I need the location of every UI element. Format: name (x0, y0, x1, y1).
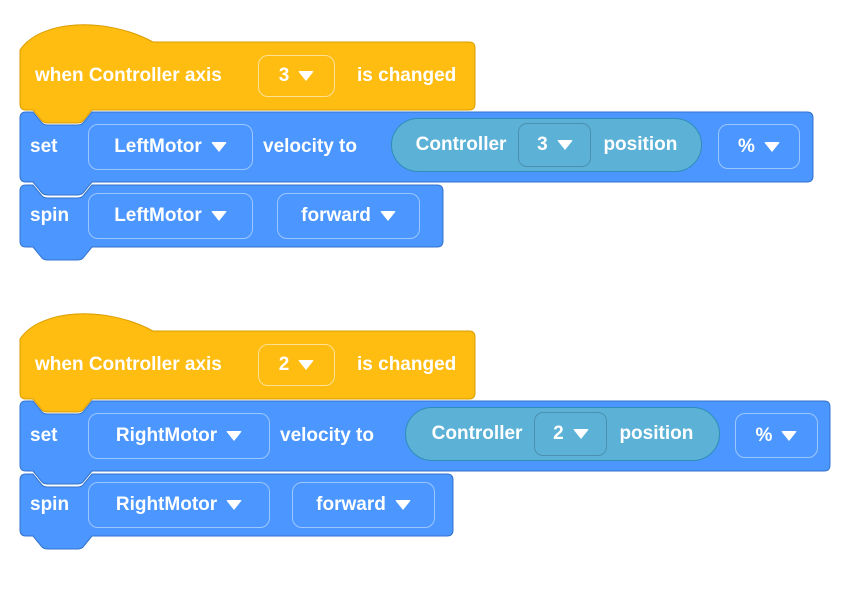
chevron-down-icon (298, 360, 315, 370)
unit-select[interactable]: % (718, 124, 800, 169)
chevron-down-icon (210, 211, 227, 221)
motor-select-value: RightMotor (115, 425, 218, 446)
block-stack-left-motor: when Controller axis 3 is changed set Le… (19, 24, 844, 276)
chevron-down-icon (394, 500, 411, 510)
spin-label: spin (30, 494, 70, 515)
set-label: set (30, 425, 58, 446)
spin-motor-select[interactable]: LeftMotor (88, 193, 253, 239)
when-axis-changed-hat-shape[interactable] (19, 313, 476, 413)
spin-block-shape[interactable] (19, 184, 444, 261)
spin-block-shape[interactable] (19, 473, 454, 550)
direction-select-value: forward (316, 494, 386, 515)
chevron-down-icon (226, 500, 243, 510)
when-controller-axis-label: when Controller axis (35, 65, 222, 86)
direction-select[interactable]: forward (277, 193, 420, 239)
velocity-to-label: velocity to (263, 136, 357, 157)
when-axis-changed-hat-shape[interactable] (19, 24, 476, 124)
motor-select[interactable]: RightMotor (88, 413, 270, 459)
set-label: set (30, 136, 58, 157)
unit-select-value: % (755, 424, 773, 446)
axis-select[interactable]: 2 (258, 344, 335, 386)
axis-select-value: 2 (278, 354, 290, 375)
block-stack-right-motor: when Controller axis 2 is changed set Ri… (19, 313, 844, 565)
chevron-down-icon (556, 140, 573, 150)
controller-label: Controller (415, 134, 507, 155)
position-label: position (619, 423, 694, 444)
unit-select-value: % (738, 135, 755, 157)
chevron-down-icon (210, 142, 227, 152)
controller-position-reporter[interactable]: Controller 2 position (405, 407, 720, 461)
chevron-down-icon (298, 71, 315, 81)
when-controller-axis-label: when Controller axis (35, 354, 222, 375)
spin-motor-select-value: RightMotor (115, 494, 218, 515)
chevron-down-icon (379, 211, 396, 221)
axis-select-value: 3 (278, 65, 290, 86)
controller-label: Controller (431, 423, 523, 444)
reporter-axis-select[interactable]: 2 (534, 412, 608, 456)
reporter-axis-value: 3 (537, 134, 548, 155)
motor-select-value: LeftMotor (114, 136, 202, 157)
is-changed-label: is changed (357, 354, 457, 375)
direction-select-value: forward (301, 205, 371, 226)
spin-motor-select[interactable]: RightMotor (88, 482, 270, 528)
chevron-down-icon (781, 430, 798, 441)
axis-select[interactable]: 3 (258, 55, 335, 97)
direction-select[interactable]: forward (292, 482, 435, 528)
controller-position-reporter[interactable]: Controller 3 position (391, 118, 702, 172)
position-label: position (603, 134, 678, 155)
chevron-down-icon (226, 431, 243, 441)
is-changed-label: is changed (357, 65, 457, 86)
chevron-down-icon (763, 141, 780, 152)
reporter-axis-value: 2 (553, 423, 564, 444)
spin-motor-select-value: LeftMotor (114, 205, 202, 226)
velocity-to-label: velocity to (280, 425, 374, 446)
spin-label: spin (30, 205, 70, 226)
reporter-axis-select[interactable]: 3 (518, 123, 592, 167)
chevron-down-icon (572, 429, 589, 439)
unit-select[interactable]: % (735, 413, 818, 458)
motor-select[interactable]: LeftMotor (88, 124, 253, 170)
